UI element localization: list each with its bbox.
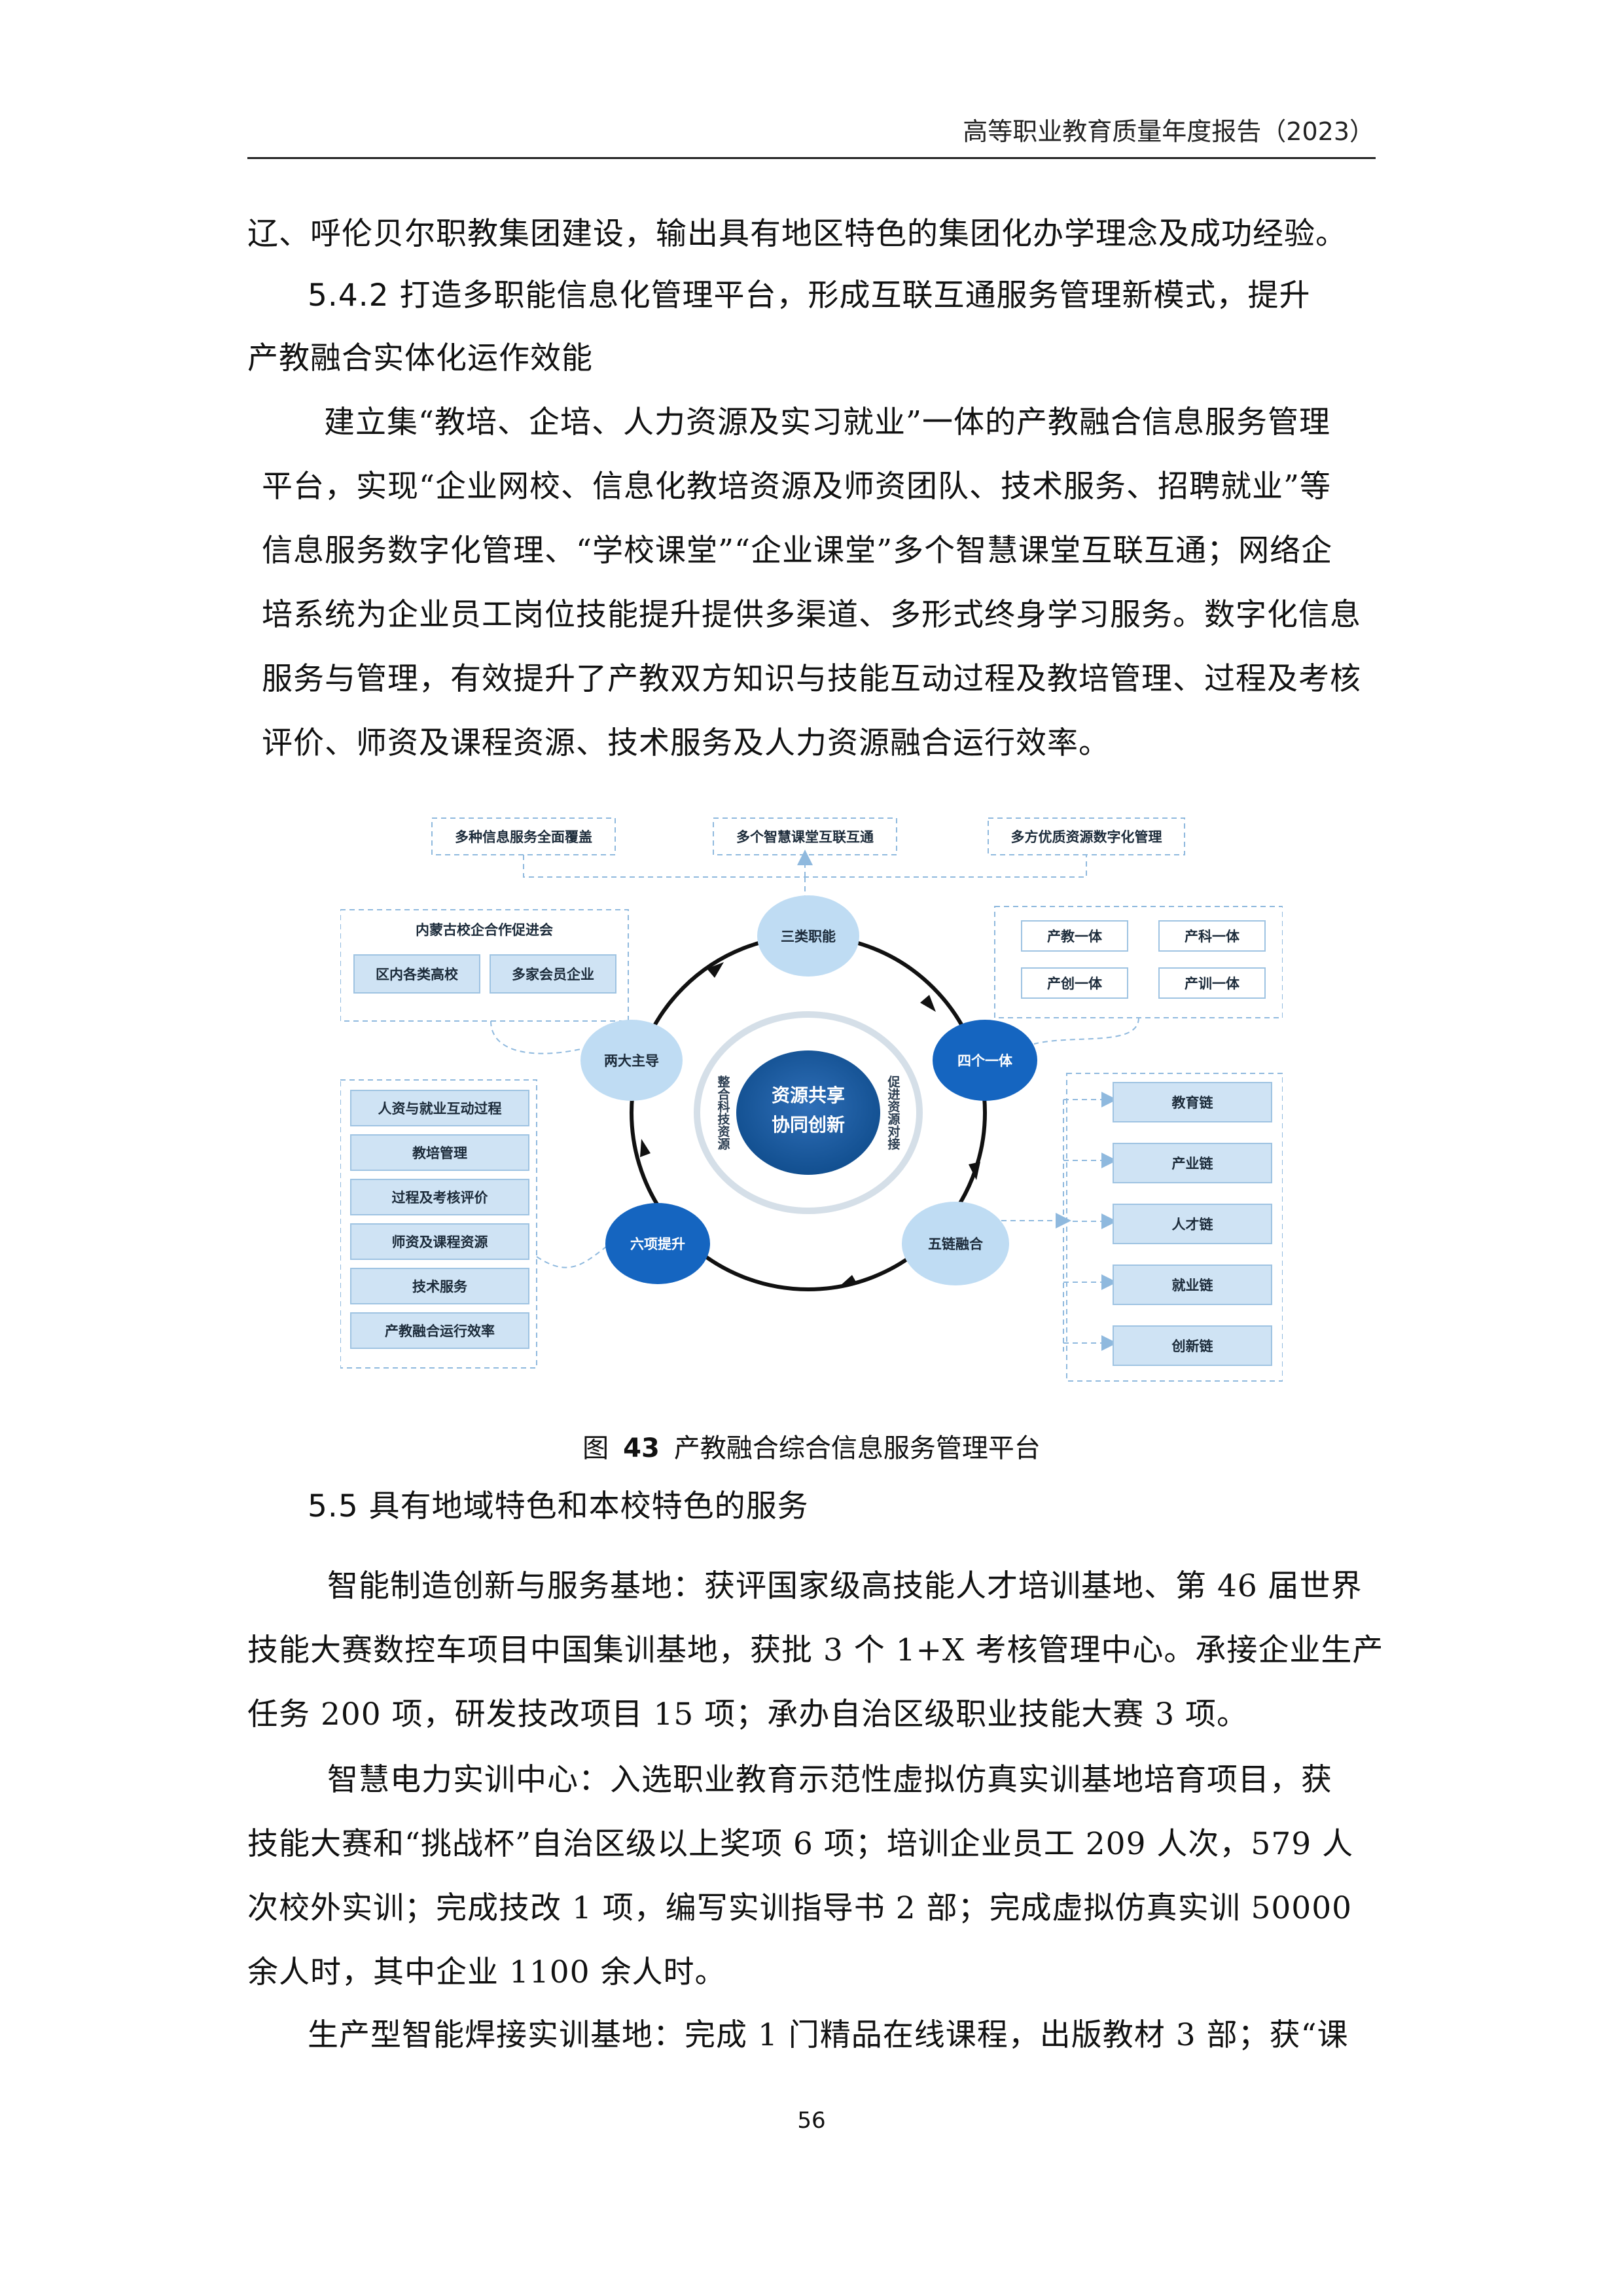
paragraph-line: 信息服务数字化管理、“学校课堂”“企业课堂”多个智慧课堂互联互通；网络企 [262,533,1333,569]
node-two-leads: 两大主导 [604,1053,659,1069]
paragraph-line: 智能制造创新与服务基地：获评国家级高技能人才培训基地、第 46 届世界 [327,1568,1363,1604]
right-group-item: 产科一体 [1158,920,1266,952]
center-line-2: 协同创新 [771,1114,845,1136]
left-list-item: 技术服务 [350,1268,529,1304]
text-line: 辽、呼伦贝尔职教集团建设，输出具有地区特色的集团化办学理念及成功经验。 [247,216,1347,252]
paragraph-line: 服务与管理，有效提升了产教双方知识与技能互动过程及教培管理、过程及考核 [262,661,1361,697]
page-number: 56 [797,2108,826,2134]
top-box-smart-classroom: 多个智慧课堂互联互通 [736,829,874,845]
right-group-item: 产训一体 [1158,967,1266,999]
left-list-item: 师资及课程资源 [350,1223,529,1260]
inner-label-right: 促进资源对接 [885,1075,901,1150]
section-heading-542-line2: 产教融合实体化运作效能 [247,340,593,376]
paragraph-line: 次校外实训；完成技改 1 项，编写实训指导书 2 部；完成虚拟仿真实训 5000… [247,1890,1353,1926]
paragraph-line: 任务 200 项，研发技改项目 15 项；承办自治区级职业技能大赛 3 项。 [247,1696,1249,1732]
right-list-item: 产业链 [1113,1143,1272,1183]
diagram-graphics [340,817,1283,1382]
paragraph-line: 技能大赛数控车项目中国集训基地，获批 3 个 1+X 考核管理中心。承接企业生产 [247,1632,1384,1668]
left-group-item: 区内各类高校 [353,954,480,994]
running-header: 高等职业教育质量年度报告（2023） [963,117,1374,146]
node-three-functions: 三类职能 [781,929,836,944]
top-box-coverage: 多种信息服务全面覆盖 [455,829,592,845]
caption-prefix: 图 [582,1433,609,1463]
right-list-item: 教育链 [1113,1082,1272,1122]
paragraph-line: 智慧电力实训中心：入选职业教育示范性虚拟仿真实训基地培育项目，获 [327,1762,1332,1798]
paragraph-line: 培系统为企业员工岗位技能提升提供多渠道、多形式终身学习服务。数字化信息 [262,597,1361,633]
node-five-chains: 五链融合 [928,1236,983,1252]
paragraph-line: 余人时，其中企业 1100 余人时。 [247,1954,726,1990]
figure-caption: 图 43 产教融合综合信息服务管理平台 [0,1427,1623,1465]
right-list-item: 创新链 [1113,1325,1272,1366]
left-group-title: 内蒙古校企合作促进会 [416,922,553,938]
right-list-item: 就业链 [1113,1265,1272,1305]
paragraph-line: 生产型智能焊接实训基地：完成 1 门精品在线课程，出版教材 3 部；获“课 [308,2017,1349,2053]
center-line-1: 资源共享 [771,1085,845,1106]
paragraph-line: 技能大赛和“挑战杯”自治区级以上奖项 6 项；培训企业员工 209 人次，579… [247,1826,1354,1862]
figure-platform-diagram: 多种信息服务全面覆盖 多个智慧课堂互联互通 多方优质资源数字化管理 内蒙古校企合… [340,798,1283,1388]
paragraph-line: 平台，实现“企业网校、信息化教培资源及师资团队、技术服务、招聘就业”等 [262,469,1332,505]
right-list-item: 人才链 [1113,1204,1272,1244]
paragraph-line: 评价、师资及课程资源、技术服务及人力资源融合运行效率。 [262,725,1110,761]
top-box-digital-management: 多方优质资源数字化管理 [1010,829,1162,845]
caption-text: 产教融合综合信息服务管理平台 [673,1433,1041,1463]
left-list-item: 人资与就业互动过程 [350,1090,529,1126]
caption-number: 43 [623,1433,660,1463]
left-group-item: 多家会员企业 [490,954,616,994]
node-six-improvements: 六项提升 [630,1236,685,1252]
left-list-item: 过程及考核评价 [350,1179,529,1215]
right-group-item: 产创一体 [1021,967,1128,999]
section-heading-55: 5.5 具有地域特色和本校特色的服务 [308,1488,809,1524]
inner-label-left: 整合科技资源 [715,1075,730,1150]
paragraph-line: 建立集“教培、企培、人力资源及实习就业”一体的产教融合信息服务管理 [324,404,1331,440]
right-group-item: 产教一体 [1021,920,1128,952]
node-four-integrations: 四个一体 [957,1053,1012,1069]
left-list-item: 教培管理 [350,1134,529,1171]
section-heading-542-line1: 5.4.2 打造多职能信息化管理平台，形成互联互通服务管理新模式，提升 [308,278,1311,314]
left-list-item: 产教融合运行效率 [350,1312,529,1349]
header-rule [247,157,1376,159]
